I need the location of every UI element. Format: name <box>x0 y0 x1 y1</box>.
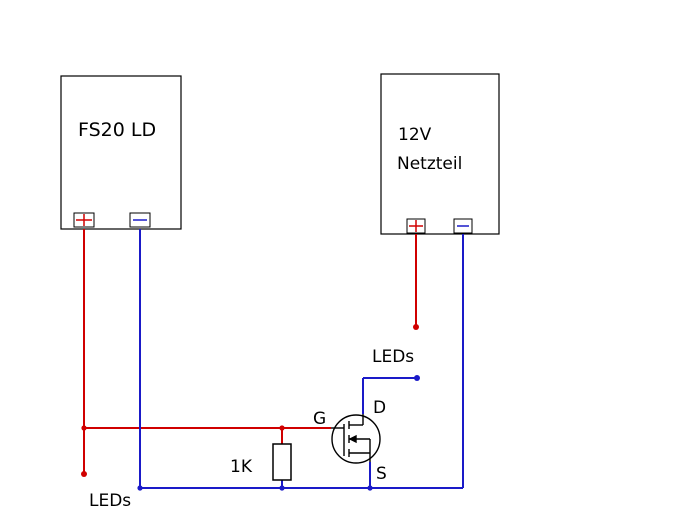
resistor-body <box>272 443 292 481</box>
leds-bottom-label: LEDs <box>89 491 131 511</box>
psu-voltage: 12V <box>398 125 432 145</box>
power-supply-module: 12V Netzteil <box>380 73 500 235</box>
fs20-minus-terminal <box>129 212 151 228</box>
psu-minus-terminal <box>453 218 473 234</box>
led-minus-endpoint <box>414 375 420 381</box>
gate-label: G <box>313 409 326 429</box>
junctions <box>81 324 420 491</box>
resistor: 1K <box>230 443 292 481</box>
junction-dot <box>367 485 373 491</box>
led-plus-endpoint <box>81 471 87 477</box>
mosfet: G D S <box>313 398 387 484</box>
junction-dot <box>279 485 285 491</box>
positive-wires <box>83 229 417 474</box>
fs20-box <box>60 75 182 230</box>
psu-box <box>380 73 500 235</box>
junction-dot <box>137 485 143 491</box>
psu-name: Netzteil <box>397 154 462 174</box>
junction-dot <box>279 425 285 431</box>
fs20-title: FS20 LD <box>78 119 156 141</box>
junction-dot <box>81 425 87 431</box>
drain-label: D <box>373 398 386 418</box>
fs20-module: FS20 LD <box>60 75 182 230</box>
resistor-value: 1K <box>230 457 253 477</box>
fs20-plus-terminal <box>73 212 95 228</box>
fs20-plus-frame <box>73 212 95 228</box>
psu-plus-terminal <box>406 218 426 234</box>
psu-plus-endpoint <box>413 324 419 330</box>
fs20-minus-frame <box>129 212 151 228</box>
leds-top-label: LEDs <box>372 347 414 367</box>
negative-wires <box>139 229 464 489</box>
psu-minus-frame <box>453 218 473 234</box>
arrow-icon <box>348 434 357 444</box>
source-label: S <box>376 464 387 484</box>
psu-plus-frame <box>406 218 426 234</box>
